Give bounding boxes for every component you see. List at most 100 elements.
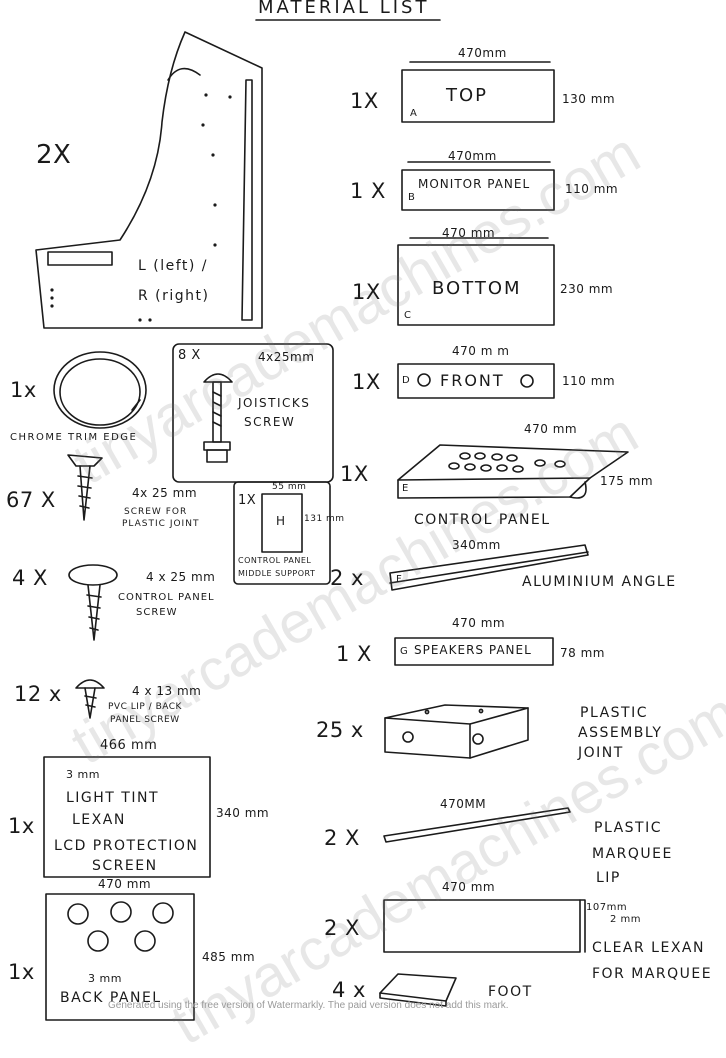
joystick-screw-line1: JOISTICKS xyxy=(238,396,311,410)
control-panel-quantity: 1X xyxy=(340,462,369,486)
top-letter: A xyxy=(410,108,418,119)
assembly-joint-drawing xyxy=(384,704,529,759)
chrome-trim-name: CHROME TRIM EDGE xyxy=(10,432,138,443)
control-panel-screw-drawing xyxy=(68,564,118,641)
foot-quantity: 4 x xyxy=(332,978,366,1002)
watermark-footer-note: Generated using the free version of Wate… xyxy=(108,1000,509,1011)
monitor-letter: B xyxy=(408,192,416,203)
drawing-sheet xyxy=(35,19,629,1021)
control-panel-width: 470 mm xyxy=(524,422,578,436)
joystick-screw-line2: SCREW xyxy=(244,415,296,429)
plastic-joint-screw-drawing xyxy=(67,454,103,521)
joystick-screw-quantity: 8 X xyxy=(178,348,201,363)
back-panel-drawing xyxy=(45,893,195,1021)
bottom-letter: C xyxy=(404,310,412,321)
marquee-lip-width: 470MM xyxy=(440,797,487,811)
control-panel-screw-size: 4 x 25 mm xyxy=(146,570,216,584)
middle-support-line1: CONTROL PANEL xyxy=(238,556,312,565)
control-panel-name: CONTROL PANEL xyxy=(414,512,551,528)
back-panel-name: BACK PANEL xyxy=(60,990,162,1006)
monitor-height: 110 mm xyxy=(565,182,619,196)
lcd-lexan-line5: SCREEN xyxy=(92,858,158,874)
clear-lexan-line2: FOR MARQUEE xyxy=(592,966,713,982)
foot-drawing xyxy=(379,973,457,1007)
lcd-lexan-line4: LCD PROTECTION xyxy=(54,838,199,854)
pvc-screw-line2: PANEL SCREW xyxy=(110,715,180,725)
plastic-joint-screw-size: 4x 25 mm xyxy=(132,486,198,500)
side-panel-quantity: 2X xyxy=(36,140,72,170)
middle-support-width: 55 mm xyxy=(272,482,307,492)
clear-lexan-thickness: 2 mm xyxy=(610,914,642,925)
control-panel-screw-line1: CONTROL PANEL xyxy=(118,592,215,603)
marquee-lip-line1: PLASTIC xyxy=(594,820,662,836)
control-panel-screw-quantity: 4 X xyxy=(12,566,48,590)
marquee-lip-quantity: 2 X xyxy=(324,826,360,850)
side-panel-label-right: R (right) xyxy=(138,288,210,304)
side-panel-holes xyxy=(50,93,232,322)
chrome-trim-drawing xyxy=(53,351,147,429)
lcd-lexan-line1: 3 mm xyxy=(66,768,100,781)
monitor-quantity: 1 X xyxy=(350,179,386,203)
bottom-name: BOTTOM xyxy=(432,278,522,299)
top-panel-drawing xyxy=(401,69,555,123)
clear-lexan-quantity: 2 X xyxy=(324,916,360,940)
monitor-width: 470mm xyxy=(448,149,497,163)
speakers-letter: G xyxy=(400,646,409,657)
control-panel-letter: E xyxy=(402,483,410,494)
middle-support-line2: MIDDLE SUPPORT xyxy=(238,569,316,578)
front-panel-drawing xyxy=(397,363,555,399)
aluminium-angle-letter: F xyxy=(396,574,403,585)
monitor-panel-drawing xyxy=(401,169,555,211)
front-quantity: 1X xyxy=(352,370,381,394)
speakers-name: SPEAKERS PANEL xyxy=(414,643,532,657)
pvc-screw-drawing xyxy=(75,679,105,719)
clear-lexan-drawing xyxy=(383,899,586,953)
assembly-joint-line1: PLASTIC xyxy=(580,705,648,721)
back-panel-thickness: 3 mm xyxy=(88,972,122,985)
top-height: 130 mm xyxy=(562,92,616,106)
back-panel-quantity: 1x xyxy=(8,960,35,984)
lcd-lexan-line2: LIGHT TINT xyxy=(66,790,160,806)
middle-support-letter: H xyxy=(276,514,286,528)
bottom-quantity: 1X xyxy=(352,280,381,304)
lcd-lexan-quantity: 1x xyxy=(8,814,35,838)
aluminium-angle-width: 340mm xyxy=(452,538,501,552)
assembly-joint-quantity: 25 x xyxy=(316,718,364,742)
aluminium-angle-name: ALUMINIUM ANGLE xyxy=(522,574,677,590)
marquee-lip-line2: MARQUEE xyxy=(592,846,673,862)
clear-lexan-width: 470 mm xyxy=(442,880,496,894)
assembly-joint-line3: JOINT xyxy=(578,745,624,761)
middle-support-height: 131 mm xyxy=(304,514,345,524)
clear-lexan-line1: CLEAR LEXAN xyxy=(592,940,705,956)
front-height: 110 mm xyxy=(562,374,616,388)
front-letter: D xyxy=(402,375,411,386)
top-quantity: 1X xyxy=(350,89,379,113)
speakers-width: 470 mm xyxy=(452,616,506,630)
middle-support-drawing xyxy=(233,481,331,585)
foot-name: FOOT xyxy=(488,984,533,1000)
plastic-joint-screw-line1: SCREW FOR xyxy=(124,507,188,517)
top-width: 470mm xyxy=(458,46,507,60)
lcd-lexan-height: 340 mm xyxy=(216,806,270,820)
pvc-screw-size: 4 x 13 mm xyxy=(132,684,202,698)
pvc-screw-quantity: 12 x xyxy=(14,682,62,706)
speakers-panel-drawing xyxy=(394,637,554,666)
lcd-lexan-drawing xyxy=(43,756,211,878)
lcd-lexan-width: 466 mm xyxy=(100,738,158,753)
control-panel-screw-line2: SCREW xyxy=(136,607,178,618)
page-title: MATERIAL LIST xyxy=(258,0,430,18)
clear-lexan-height: 107mm xyxy=(586,902,628,913)
joystick-screw-size: 4x25mm xyxy=(258,350,315,364)
pvc-screw-line1: PVC LIP / BACK xyxy=(108,702,182,712)
control-panel-height: 175 mm xyxy=(600,474,654,488)
marquee-lip-drawing xyxy=(383,807,571,843)
back-panel-height: 485 mm xyxy=(202,950,256,964)
speakers-quantity: 1 X xyxy=(336,642,372,666)
top-name: TOP xyxy=(446,85,489,106)
aluminium-angle-quantity: 2 x xyxy=(330,566,364,590)
joystick-screw-drawing xyxy=(172,343,334,483)
middle-support-quantity: 1X xyxy=(238,493,257,508)
bottom-width: 470 mm xyxy=(442,226,496,240)
chrome-trim-quantity: 1x xyxy=(10,378,37,402)
side-panel-label-left: L (left) / xyxy=(138,258,209,274)
